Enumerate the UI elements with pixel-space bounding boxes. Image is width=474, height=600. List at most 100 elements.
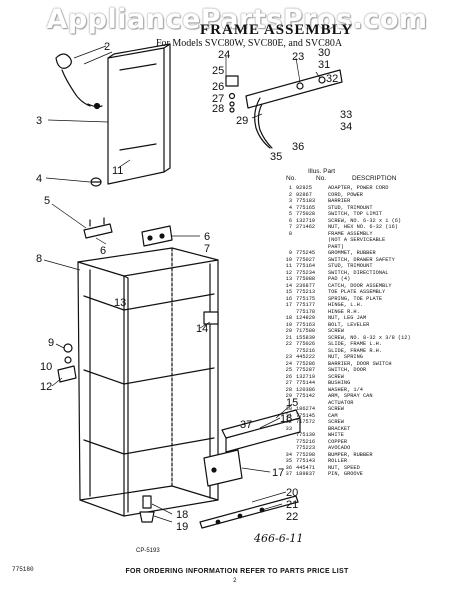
callout-2: 2 <box>104 41 110 53</box>
row-illus-no: 37 <box>285 471 292 477</box>
row-description: SCREW <box>328 328 344 334</box>
row-part-no: 775165 <box>296 204 316 211</box>
row-part-no: 186274 <box>296 406 316 412</box>
row-description: PART) <box>328 243 344 250</box>
row-illus-no: 18 <box>285 315 292 321</box>
row-illus-no: 13 <box>285 276 292 282</box>
row-description: NUT, SPEED <box>328 464 360 471</box>
row-part-no: 775143 <box>296 458 316 464</box>
row-description: WASHER, 1/4 <box>328 386 363 393</box>
row-part-no: 236877 <box>296 282 316 289</box>
callout-16: 16 <box>280 413 292 425</box>
row-part-no: 775164 <box>296 263 316 269</box>
callout-25: 25 <box>212 65 224 77</box>
page-title: FRAME ASSEMBLY <box>200 22 354 38</box>
row-illus-no: 36 <box>285 464 292 471</box>
row-illus-no: 14 <box>285 282 292 289</box>
hinge-part <box>203 449 243 487</box>
row-description: (NOT A SERVICEABLE <box>328 237 386 243</box>
callout-34: 34 <box>340 121 352 133</box>
parts-header-illus: Illus. Part <box>308 168 336 175</box>
row-description: SWITCH, DOOR <box>328 367 367 373</box>
row-illus-no: 6 <box>288 217 292 224</box>
row-description: STUD, TRIMOUNT <box>328 263 373 269</box>
trimount-stud-part <box>90 177 102 187</box>
row-description: SWITCH, DRAWER SAFETY <box>328 256 395 263</box>
row-description: PAD (4) <box>328 276 351 282</box>
callout-5: 5 <box>44 195 50 207</box>
table-row: (NOT A SERVICEABLE <box>278 237 470 244</box>
row-illus-no: 19 <box>285 321 292 328</box>
callout-24: 24 <box>218 49 230 61</box>
row-illus-no: 1 <box>288 185 292 191</box>
slide-rail-part <box>199 495 299 529</box>
row-part-no: 775223 <box>296 445 316 451</box>
callout-37: 37 <box>240 419 252 431</box>
row-illus-no: 27 <box>285 380 292 386</box>
row-part-no: 132719 <box>296 373 316 380</box>
row-illus-no: 25 <box>285 367 292 373</box>
handwritten-code: 466-6-11 <box>254 532 304 545</box>
row-illus-no: 23 <box>285 354 292 360</box>
row-part-no: 775298 <box>296 451 316 458</box>
row-description: PIN, GROOVE <box>328 471 363 477</box>
door-catch-part <box>203 311 219 325</box>
row-illus-no: 7 <box>288 224 292 230</box>
row-part-no: 717580 <box>296 328 316 334</box>
row-description: ROLLER <box>328 458 348 464</box>
row-description: SWITCH, TOP LIMIT <box>328 211 383 217</box>
row-description: HINGE R.H. <box>328 308 360 315</box>
top-limit-switch-part <box>83 217 113 239</box>
row-part-no: 775175 <box>296 295 316 302</box>
callout-19: 19 <box>176 521 188 533</box>
ordering-info: FOR ORDERING INFORMATION REFER TO PARTS … <box>125 568 349 575</box>
row-part-no: 445222 <box>296 354 316 360</box>
row-part-no: 775245 <box>296 250 316 256</box>
row-description: CAM <box>328 412 338 419</box>
row-illus-no: 10 <box>285 256 292 263</box>
callout-28: 28 <box>212 103 224 115</box>
row-description: ADAPTER, POWER CORD <box>328 185 389 191</box>
col-illus-no: No. <box>286 174 297 182</box>
row-illus-no: 2 <box>288 191 292 198</box>
row-description: HINGE, L.H. <box>328 302 363 308</box>
row-description: AVOCADO <box>328 445 351 451</box>
row-part-no: 775145 <box>296 412 316 419</box>
callout-8: 8 <box>36 253 42 265</box>
leveler-bolt-part <box>139 495 155 523</box>
toe-plate-part <box>221 409 301 453</box>
table-row: PART) <box>278 244 470 251</box>
power-cord-part <box>55 53 103 110</box>
callout-30: 30 <box>318 47 330 59</box>
row-part-no: 775216 <box>296 438 316 445</box>
row-description: WHITE <box>328 432 344 438</box>
row-part-no: 155839 <box>296 334 316 341</box>
row-illus-no: 28 <box>285 386 292 393</box>
row-description: CORD, POWER <box>328 191 363 198</box>
row-part-no: 775213 <box>296 289 316 295</box>
callout-17: 17 <box>272 467 284 479</box>
callout-11: 11 <box>112 165 123 177</box>
callout-12: 12 <box>40 381 52 393</box>
directional-switch-part <box>141 225 173 247</box>
